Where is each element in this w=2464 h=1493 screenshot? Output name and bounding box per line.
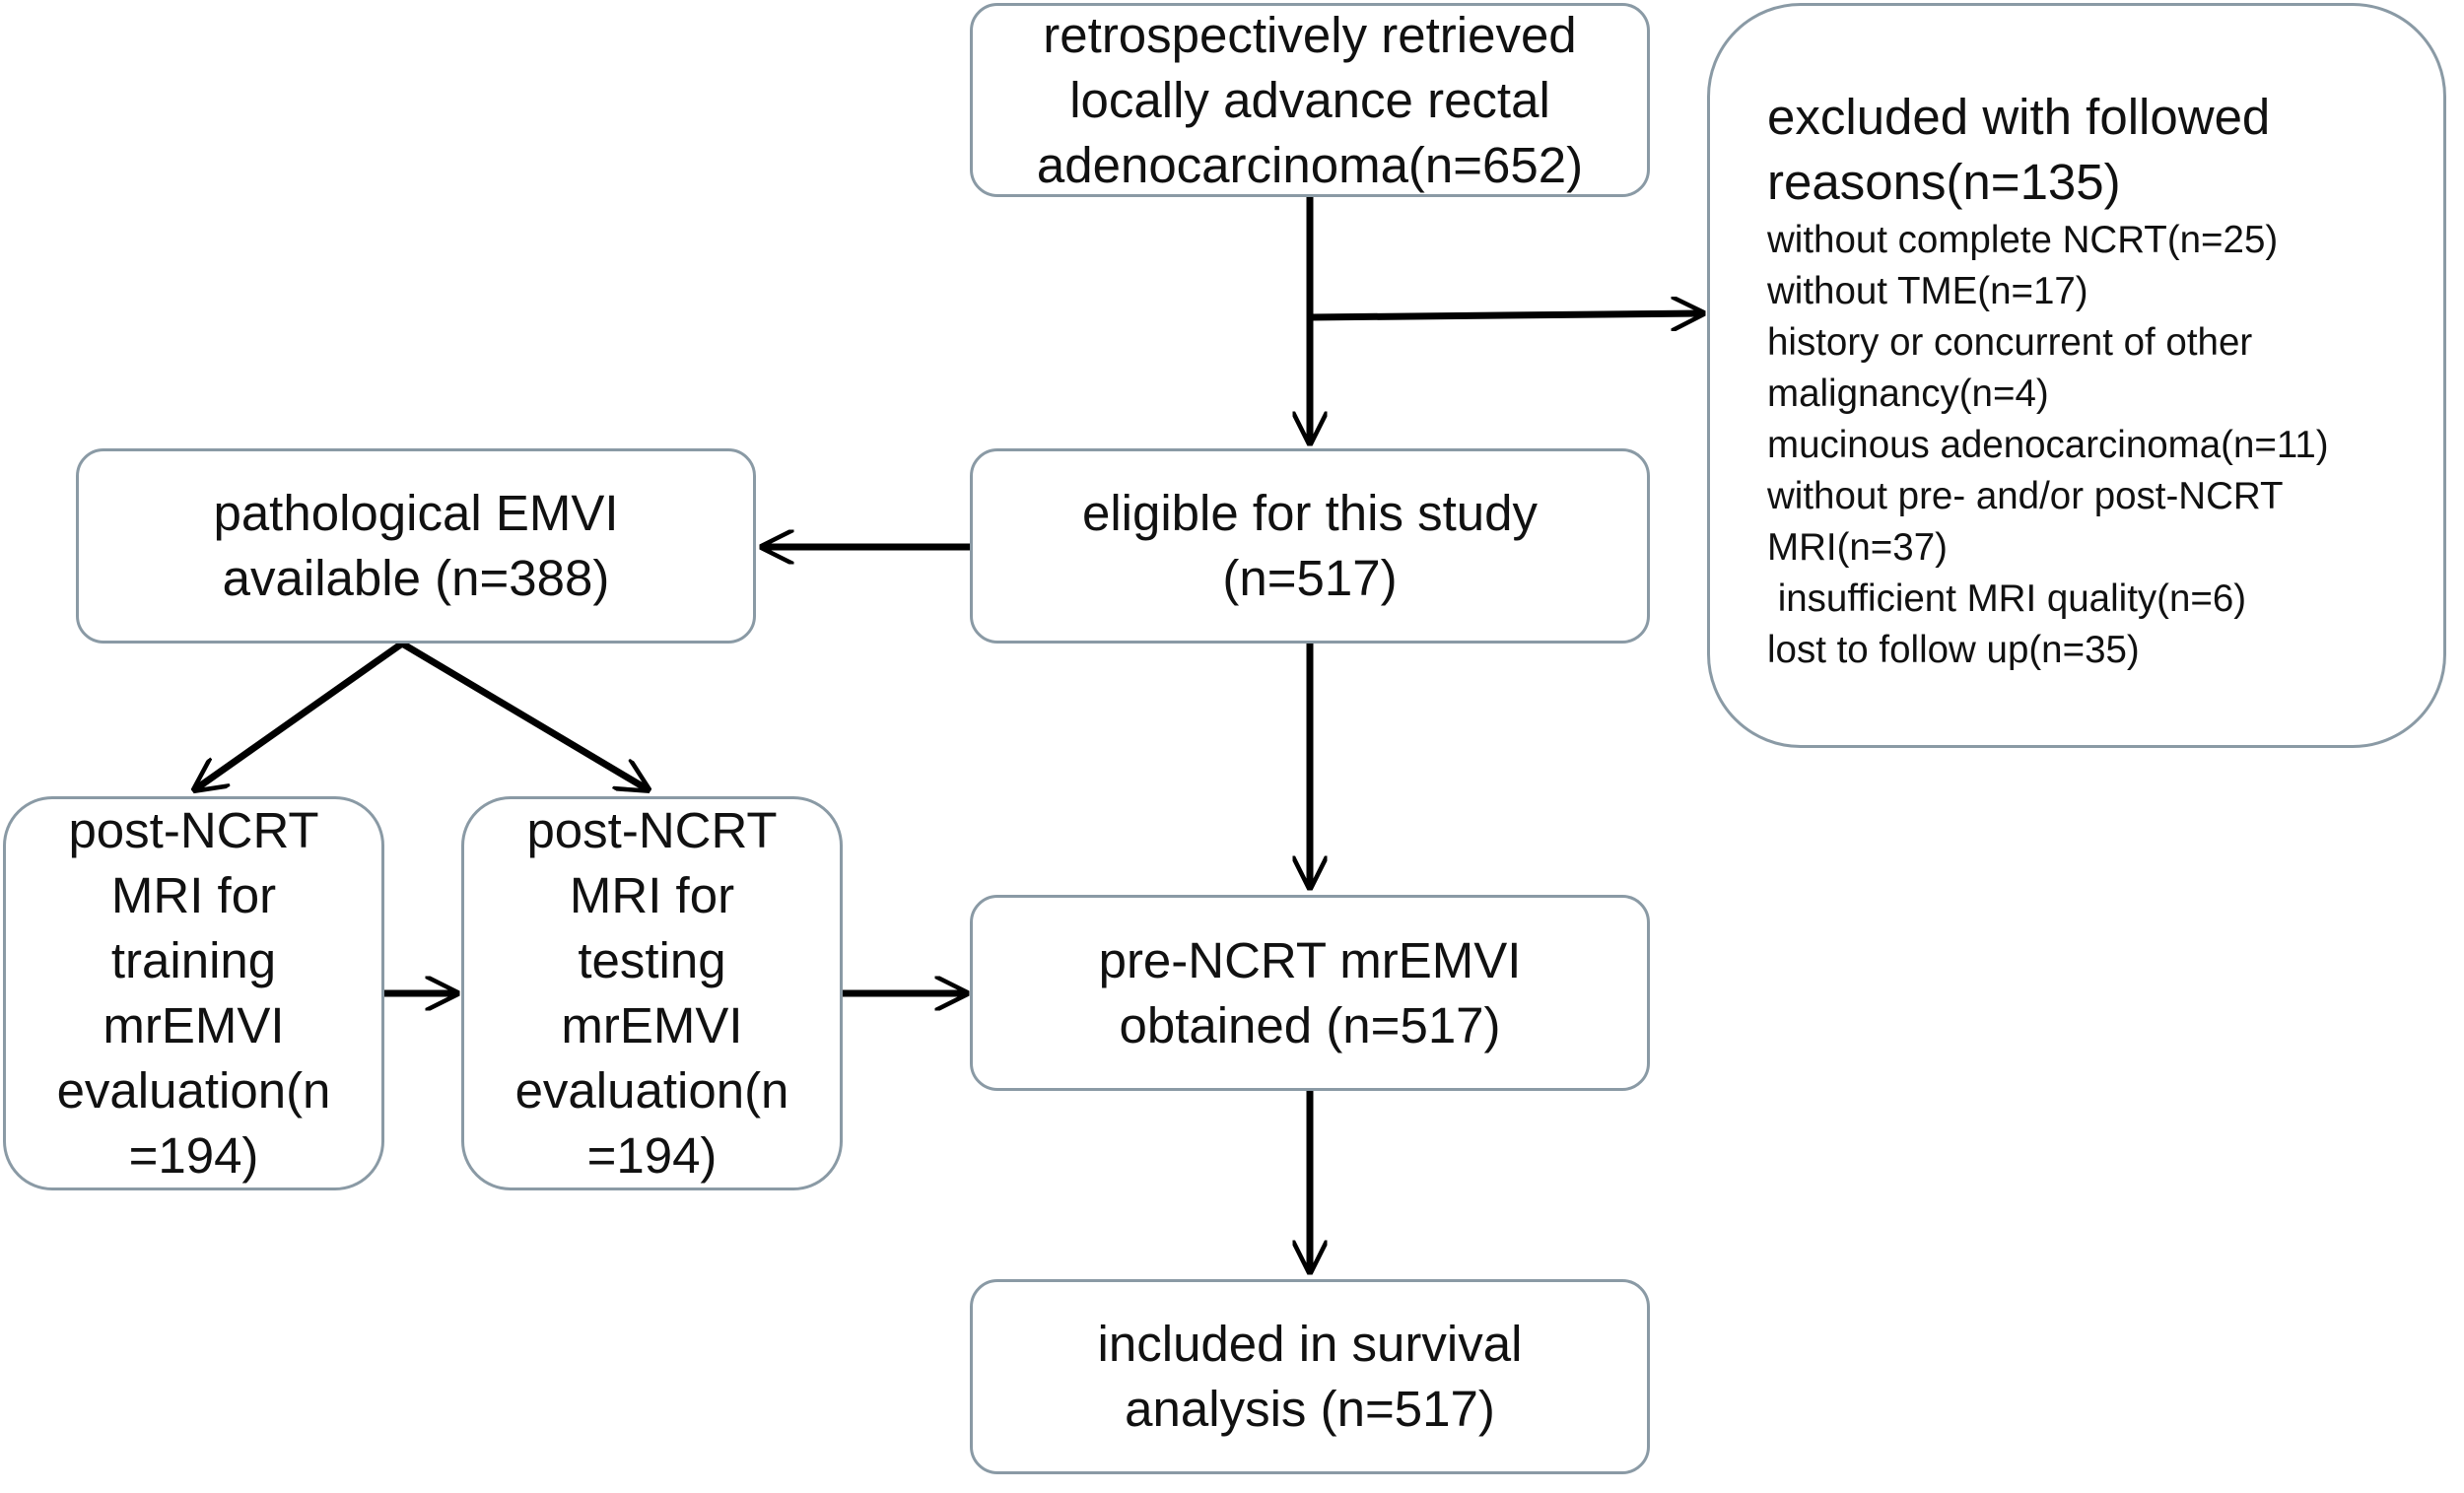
testing-line-1: post-NCRT bbox=[526, 802, 778, 858]
excluded-reason: history or concurrent of other bbox=[1767, 321, 2253, 364]
excluded-reasons-list: without complete NCRT(n=25) without TME(… bbox=[1767, 215, 2329, 676]
training-line-4: mrEMVI bbox=[103, 997, 285, 1053]
training-box: post-NCRT MRI for training mrEMVI evalua… bbox=[3, 796, 384, 1190]
training-line-2: MRI for bbox=[110, 867, 277, 923]
survival-line-2: analysis (n=517) bbox=[1125, 1381, 1495, 1437]
training-line-1: post-NCRT bbox=[68, 802, 319, 858]
training-line-3: training bbox=[110, 932, 277, 988]
excluded-reason: without complete NCRT(n=25) bbox=[1767, 219, 2279, 261]
testing-box: post-NCRT MRI for testing mrEMVI evaluat… bbox=[461, 796, 843, 1190]
excluded-box: excluded with followed reasons(n=135) wi… bbox=[1707, 3, 2446, 748]
excluded-reason: MRI(n=37) bbox=[1767, 526, 1948, 569]
training-line-6: =194) bbox=[128, 1127, 259, 1184]
arrow-to-excluded bbox=[1309, 313, 1702, 317]
testing-line-6: =194) bbox=[586, 1127, 718, 1184]
retrieved-line-2: locally advance rectal bbox=[1069, 71, 1550, 128]
pre-ncrt-line-2: obtained (n=517) bbox=[1119, 996, 1501, 1053]
training-line-5: evaluation(n bbox=[56, 1062, 331, 1119]
pathological-line-2: available (n=388) bbox=[222, 550, 610, 606]
eligible-line-2: (n=517) bbox=[1222, 550, 1398, 606]
excluded-reason: without TME(n=17) bbox=[1767, 270, 2088, 312]
excluded-reason: lost to follow up(n=35) bbox=[1767, 629, 2140, 671]
arrow-pathological-to-training bbox=[195, 641, 405, 789]
eligible-line-1: eligible for this study bbox=[1081, 485, 1539, 541]
testing-line-3: testing bbox=[578, 932, 726, 988]
excluded-title-line-2: reasons(n=135) bbox=[1767, 154, 2121, 210]
testing-line-4: mrEMVI bbox=[561, 997, 743, 1053]
survival-box: included in survival analysis (n=517) bbox=[970, 1279, 1650, 1474]
testing-line-2: MRI for bbox=[569, 867, 735, 923]
pathological-box: pathological EMVI available (n=388) bbox=[76, 448, 756, 644]
pre-ncrt-box: pre-NCRT mrEMVI obtained (n=517) bbox=[970, 895, 1650, 1091]
excluded-reason: insufficient MRI quality(n=6) bbox=[1767, 577, 2247, 620]
excluded-reason: malignancy(n=4) bbox=[1767, 373, 2049, 415]
retrieved-line-1: retrospectively retrieved bbox=[1043, 6, 1577, 63]
excluded-title: excluded with followed reasons(n=135) bbox=[1767, 85, 2270, 215]
excluded-reason: mucinous adenocarcinoma(n=11) bbox=[1767, 424, 2329, 466]
pathological-line-1: pathological EMVI bbox=[213, 485, 619, 541]
survival-line-1: included in survival bbox=[1097, 1316, 1523, 1372]
testing-line-5: evaluation(n bbox=[514, 1062, 789, 1119]
excluded-reason: without pre- and/or post-NCRT bbox=[1767, 475, 2284, 517]
excluded-title-line-1: excluded with followed bbox=[1767, 89, 2271, 145]
eligible-box: eligible for this study (n=517) bbox=[970, 448, 1650, 644]
pre-ncrt-line-1: pre-NCRT mrEMVI bbox=[1098, 931, 1522, 988]
retrieved-line-3: adenocarcinoma(n=652) bbox=[1036, 136, 1584, 193]
arrow-pathological-to-testing bbox=[400, 640, 648, 789]
retrieved-box: retrospectively retrieved locally advanc… bbox=[970, 3, 1650, 197]
